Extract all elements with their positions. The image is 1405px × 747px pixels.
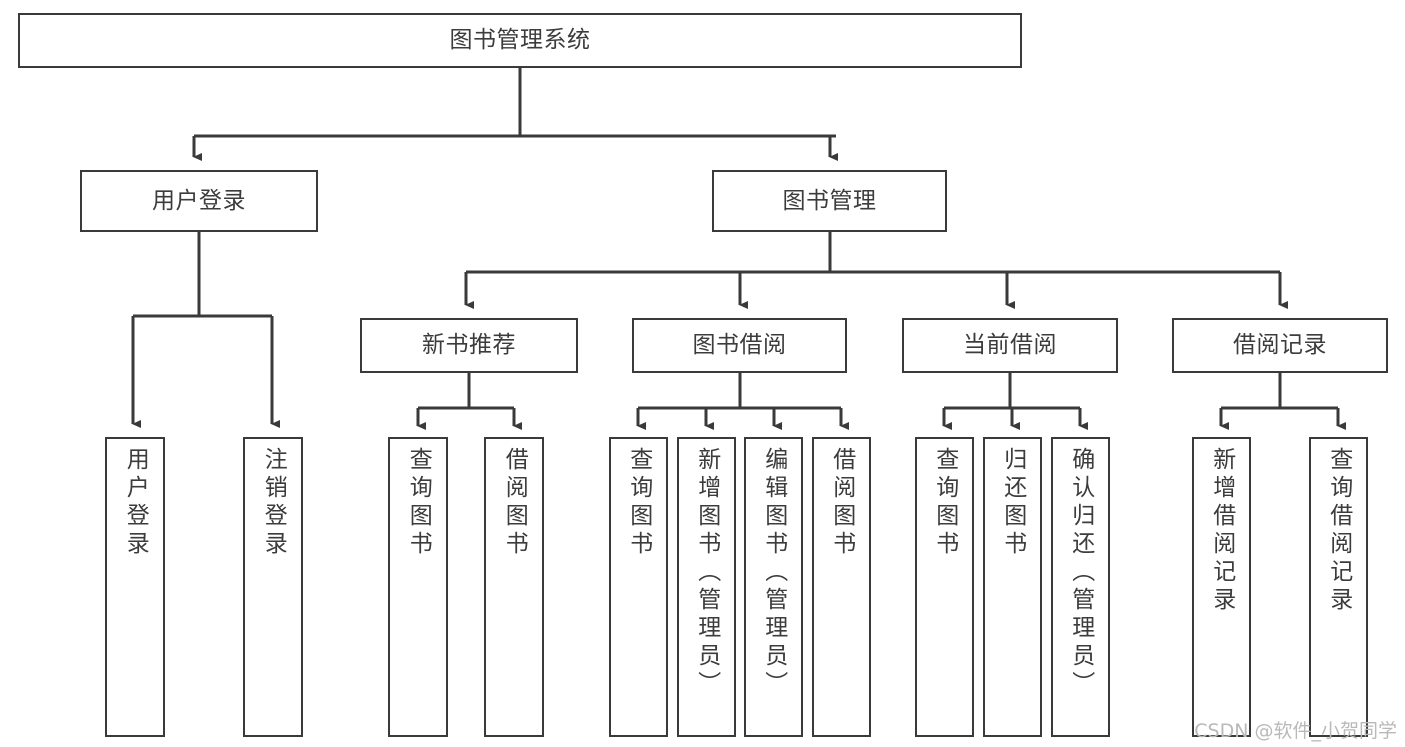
node-leaf-borrow-book-2[interactable]: 借阅图书 [812, 437, 871, 737]
node-label: 用户登录 [152, 187, 246, 214]
node-leaf-query-book-1[interactable]: 查询图书 [388, 437, 448, 737]
node-leaf-query-book-3[interactable]: 查询图书 [915, 437, 974, 737]
node-label: 归还图书 [999, 447, 1026, 559]
node-label: 编辑图书（管理员） [760, 447, 787, 699]
node-leaf-return-book[interactable]: 归还图书 [983, 437, 1042, 737]
node-book-borrow[interactable]: 图书借阅 [632, 318, 847, 373]
node-label: 用户登录 [122, 447, 149, 559]
node-label: 图书管理 [782, 187, 877, 214]
node-current-borrow[interactable]: 当前借阅 [902, 318, 1118, 373]
node-label: 新增借阅记录 [1208, 447, 1235, 615]
node-user-login[interactable]: 用户登录 [80, 170, 318, 232]
node-root-system[interactable]: 图书管理系统 [18, 13, 1022, 68]
node-new-book-recommend[interactable]: 新书推荐 [360, 318, 578, 373]
node-borrow-record[interactable]: 借阅记录 [1172, 318, 1388, 373]
node-label: 查询图书 [625, 447, 652, 559]
node-leaf-query-borrow-record[interactable]: 查询借阅记录 [1309, 437, 1368, 737]
node-leaf-borrow-book-1[interactable]: 借阅图书 [484, 437, 544, 737]
node-label: 注销登录 [260, 447, 287, 559]
node-label: 图书管理系统 [449, 27, 591, 54]
node-leaf-add-borrow-record[interactable]: 新增借阅记录 [1192, 437, 1251, 737]
csdn-watermark: CSDN @软件_小贺同学 [1194, 720, 1397, 742]
node-leaf-add-book-admin[interactable]: 新增图书（管理员） [677, 437, 736, 737]
node-label: 借阅图书 [501, 447, 528, 559]
node-label: 借阅记录 [1233, 332, 1327, 359]
node-label: 查询图书 [931, 447, 958, 559]
node-leaf-query-book-2[interactable]: 查询图书 [609, 437, 668, 737]
node-book-manage[interactable]: 图书管理 [712, 170, 947, 232]
node-label: 当前借阅 [963, 332, 1057, 359]
node-leaf-edit-book-admin[interactable]: 编辑图书（管理员） [744, 437, 803, 737]
node-label: 查询图书 [405, 447, 432, 559]
node-leaf-user-logout[interactable]: 注销登录 [243, 437, 303, 737]
node-label: 查询借阅记录 [1325, 447, 1352, 615]
node-label: 新书推荐 [422, 332, 516, 359]
node-label: 新增图书（管理员） [693, 447, 720, 699]
node-leaf-user-login-do[interactable]: 用户登录 [105, 437, 165, 737]
node-label: 图书借阅 [692, 332, 787, 359]
node-label: 借阅图书 [828, 447, 855, 559]
node-label: 确认归还（管理员） [1067, 447, 1094, 699]
node-leaf-confirm-return-admin[interactable]: 确认归还（管理员） [1051, 437, 1110, 737]
